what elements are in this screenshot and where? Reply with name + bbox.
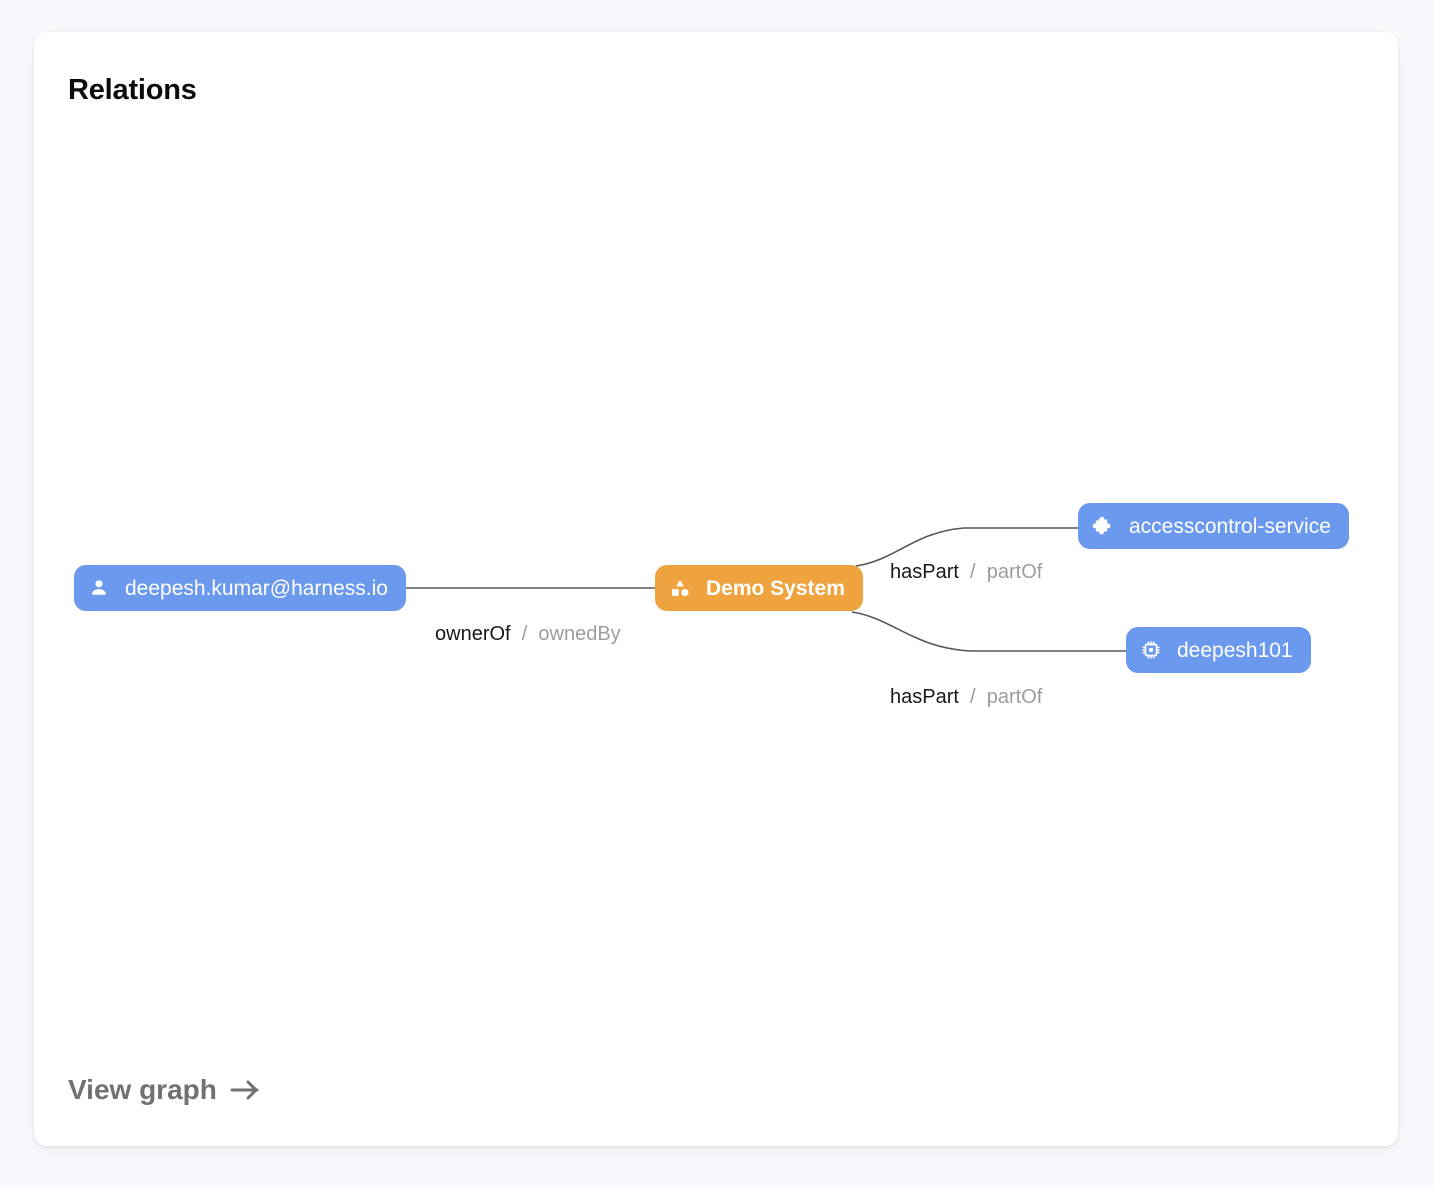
- edge-relation-forward: hasPart: [890, 561, 959, 583]
- edge-haspart-resource-line: [851, 611, 1126, 652]
- edge-relation-reverse: partOf: [986, 561, 1043, 583]
- edge-relation-reverse: ownedBy: [538, 623, 621, 645]
- relations-graph[interactable]: deepesh.kumar@harness.io Demo System acc…: [34, 32, 1398, 1146]
- relations-card: Relations deepesh.kumar@harness.io: [34, 32, 1398, 1146]
- edge-label-haspart-resource: hasPart / partOf: [890, 687, 1042, 707]
- edge-relation-forward: ownerOf: [435, 623, 511, 645]
- category-shapes-icon: [669, 577, 691, 599]
- edge-relation-forward: hasPart: [890, 686, 959, 708]
- view-graph-label: View graph: [68, 1074, 217, 1105]
- edge-relation-separator: /: [964, 561, 982, 583]
- memory-chip-icon: [1140, 639, 1162, 661]
- edge-label-haspart-component: hasPart / partOf: [890, 562, 1042, 582]
- graph-node-label: deepesh101: [1177, 638, 1293, 662]
- view-graph-link[interactable]: View graph: [68, 1074, 261, 1106]
- graph-node-user[interactable]: deepesh.kumar@harness.io: [74, 565, 406, 611]
- edge-label-ownerof: ownerOf / ownedBy: [435, 624, 621, 644]
- graph-node-label: accesscontrol-service: [1129, 514, 1331, 538]
- person-icon: [88, 577, 110, 599]
- graph-node-system[interactable]: Demo System: [655, 565, 863, 611]
- puzzle-piece-icon: [1092, 515, 1114, 537]
- graph-node-resource[interactable]: deepesh101: [1126, 627, 1311, 673]
- arrow-right-icon: [229, 1076, 261, 1104]
- graph-node-component[interactable]: accesscontrol-service: [1078, 503, 1349, 549]
- graph-node-label: Demo System: [706, 576, 845, 600]
- edge-relation-reverse: partOf: [986, 686, 1043, 708]
- edge-relation-separator: /: [516, 623, 533, 645]
- graph-node-label: deepesh.kumar@harness.io: [125, 576, 388, 600]
- edge-relation-separator: /: [964, 686, 982, 708]
- page-title: Relations: [68, 74, 197, 106]
